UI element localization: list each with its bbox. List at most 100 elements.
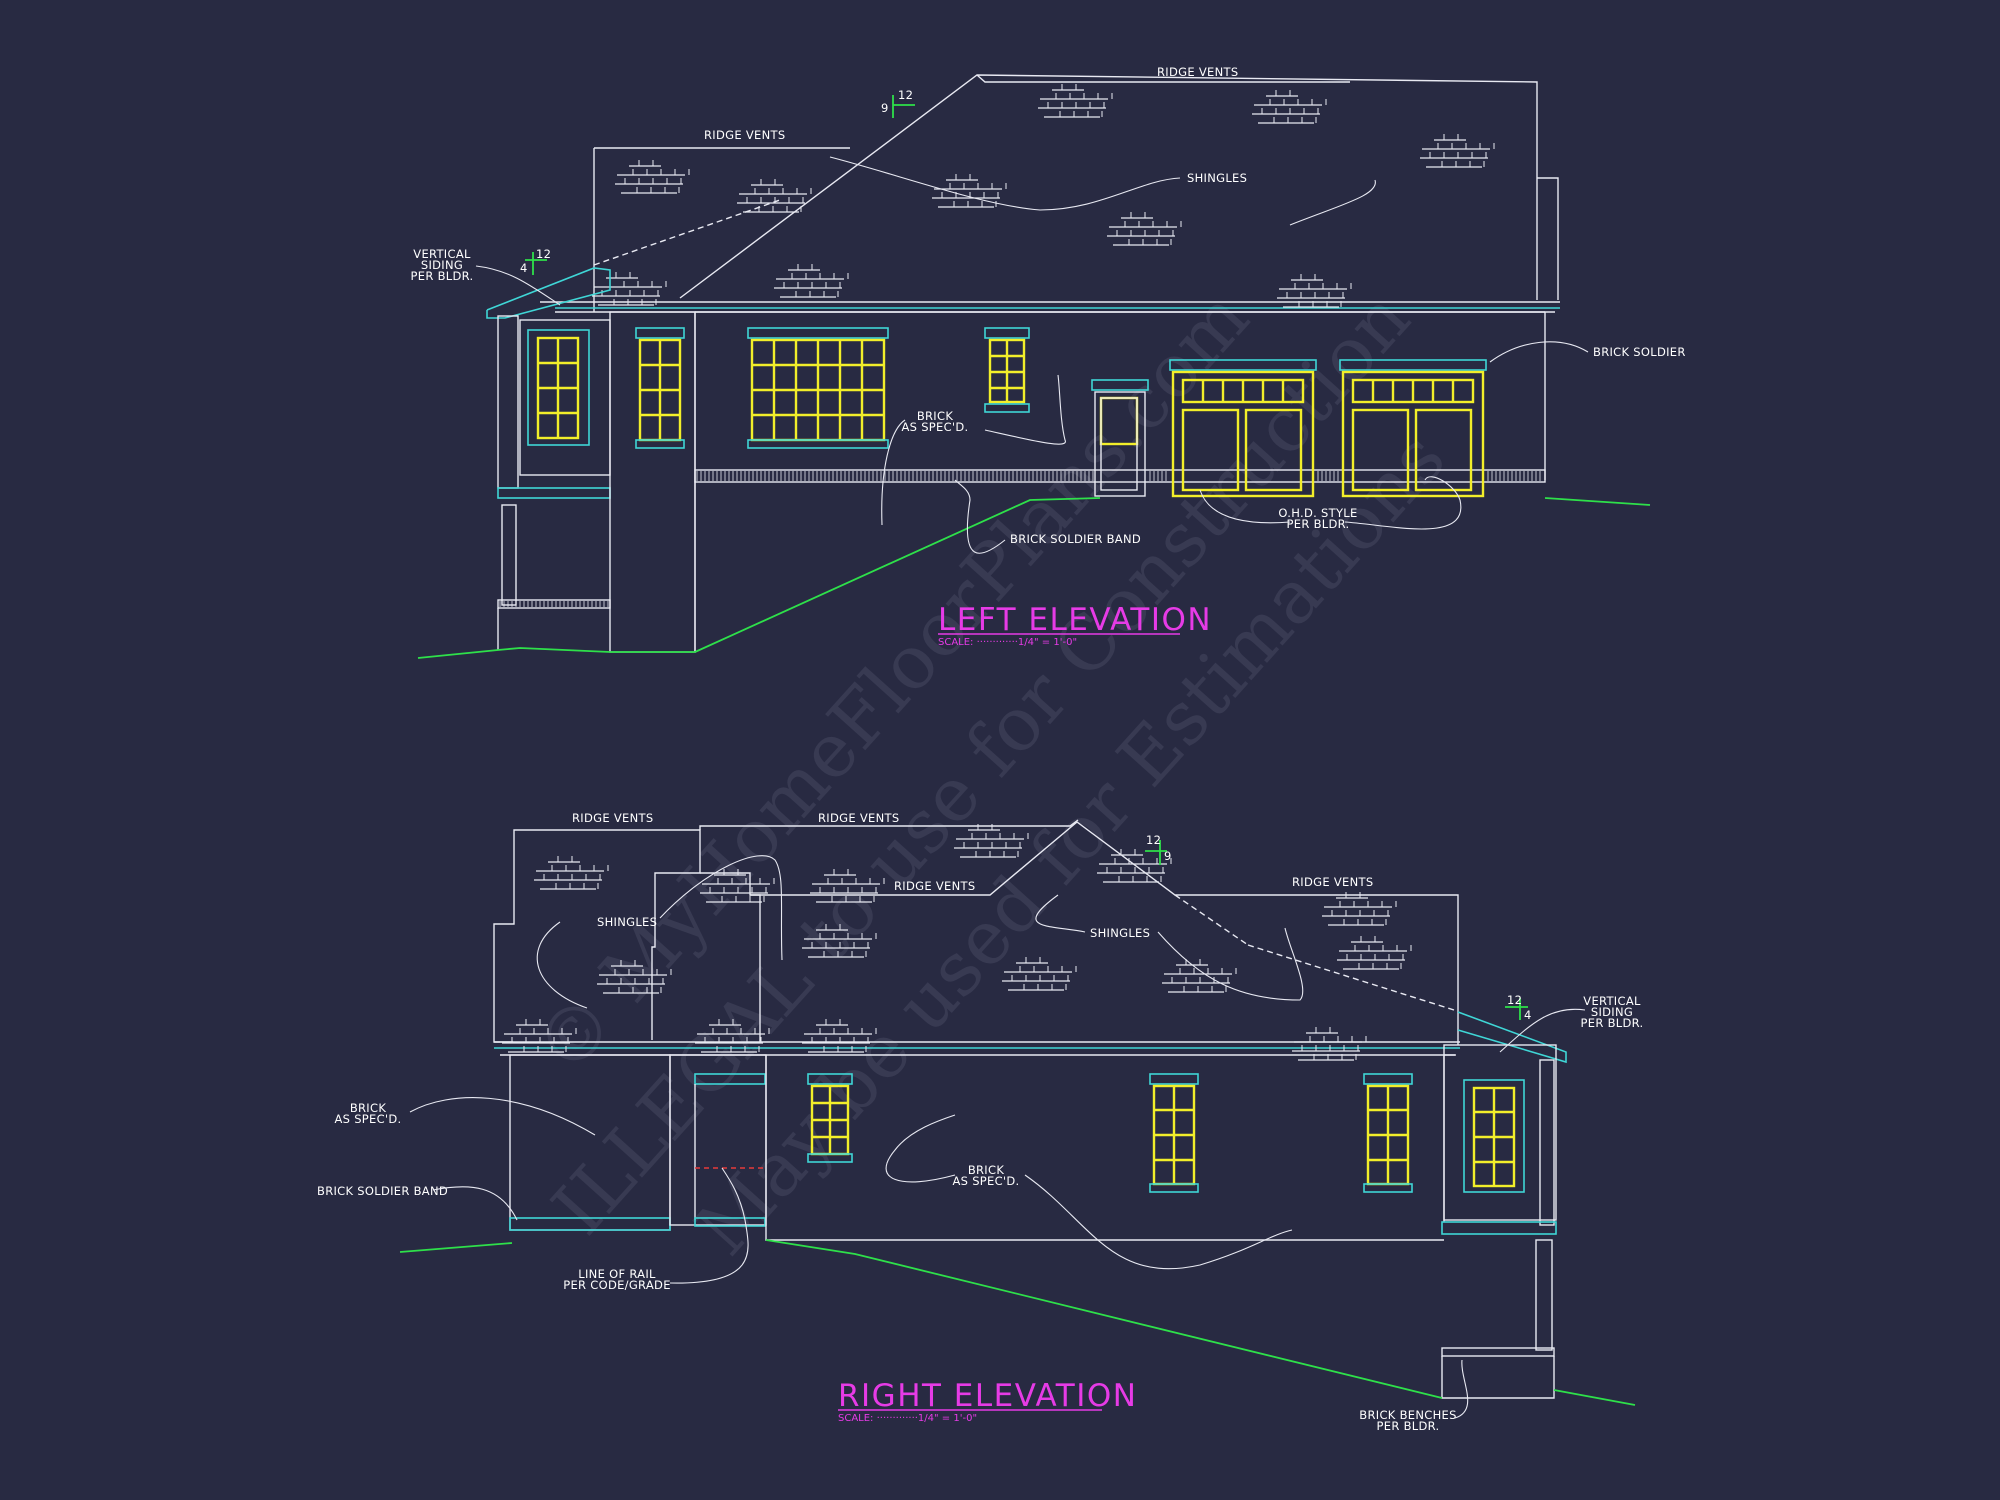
label-brick-spec: BRICK — [350, 1101, 387, 1115]
window-right-1 — [807, 1073, 853, 1163]
left-labels: RIDGE VENTS RIDGE VENTS SHINGLES VERTICA… — [411, 65, 1686, 554]
shingle-mark — [1252, 90, 1327, 124]
pitch-rise: 4 — [520, 261, 528, 275]
shingle-mark — [1097, 849, 1172, 883]
right-elevation: 12 9 12 4 RIDGE VENTS RIDGE VENTS RIDGE … — [317, 811, 1643, 1433]
left-elevation-title: LEFT ELEVATION SCALE: ·············1/4" … — [938, 602, 1212, 648]
label-vertical-siding: VERTICAL — [413, 247, 471, 261]
pitch-rise: 9 — [881, 101, 889, 115]
shingle-mark — [615, 160, 690, 194]
label-brick-spec: BRICK — [968, 1163, 1005, 1177]
shingle-mark — [1292, 1027, 1367, 1061]
label-brick-benches: PER BLDR. — [1377, 1419, 1440, 1433]
right-elevation-title: RIGHT ELEVATION SCALE: ·············1/4"… — [838, 1378, 1137, 1424]
shingle-mark — [1002, 957, 1077, 991]
right-labels: RIDGE VENTS RIDGE VENTS RIDGE VENTS RIDG… — [317, 811, 1643, 1433]
window-1 — [635, 327, 685, 449]
left-grade — [417, 497, 1651, 659]
label-vertical-siding: PER BLDR. — [411, 269, 474, 283]
right-grade — [399, 1239, 1636, 1406]
garage-door-1 — [1169, 359, 1317, 498]
scale-left-elevation: SCALE: ·············1/4" = 1'-0" — [938, 637, 1077, 648]
left-walls — [499, 311, 1546, 653]
label-ridge-vents: RIDGE VENTS — [704, 128, 785, 142]
shingle-mark — [1322, 892, 1397, 926]
shingle-mark — [932, 174, 1007, 208]
label-vertical-siding: VERTICAL — [1583, 994, 1641, 1008]
label-ridge-vents: RIDGE VENTS — [894, 879, 975, 893]
right-porch — [1441, 1011, 1567, 1399]
shingle-mark — [774, 264, 849, 298]
shingle-mark — [802, 924, 877, 958]
pitch-run: 12 — [536, 247, 551, 261]
shingle-mark — [802, 1019, 877, 1053]
pitch-run: 12 — [1507, 993, 1522, 1007]
left-pitch-porch: 12 4 — [520, 247, 551, 275]
title-left-elevation: LEFT ELEVATION — [938, 602, 1212, 638]
title-right-elevation: RIGHT ELEVATION — [838, 1378, 1137, 1414]
shingle-mark — [1038, 84, 1113, 118]
window-small — [984, 327, 1030, 413]
shingle-mark — [534, 856, 609, 890]
label-brick-spec: AS SPEC'D. — [952, 1174, 1019, 1188]
shingle-mark — [1162, 959, 1237, 993]
entry-door — [1091, 379, 1149, 497]
shingle-mark — [502, 1019, 577, 1053]
left-roof — [540, 74, 1560, 313]
shingle-mark — [810, 869, 885, 903]
shingle-mark — [1420, 134, 1495, 168]
right-pitch-main: 12 9 — [1145, 833, 1172, 865]
label-vertical-siding: SIDING — [421, 258, 463, 272]
shingle-mark — [597, 960, 672, 994]
label-line-of-rail: LINE OF RAIL — [578, 1267, 656, 1281]
label-shingles: SHINGLES — [1187, 171, 1247, 185]
shingle-mark — [700, 869, 775, 903]
left-shingle-marks — [592, 84, 1495, 308]
label-shingles: SHINGLES — [597, 915, 657, 929]
window-right-2 — [1149, 1073, 1199, 1193]
label-ridge-vents: RIDGE VENTS — [1292, 875, 1373, 889]
shingle-mark — [737, 179, 812, 213]
label-shingles: SHINGLES — [1090, 926, 1150, 940]
label-brick-spec: AS SPEC'D. — [901, 420, 968, 434]
pitch-run: 12 — [898, 88, 913, 102]
shingle-mark — [695, 1019, 770, 1053]
label-vertical-siding: PER BLDR. — [1581, 1016, 1644, 1030]
right-pitch-porch: 12 4 — [1505, 993, 1532, 1022]
label-line-of-rail: PER CODE/GRADE — [563, 1278, 671, 1292]
right-windows — [807, 1073, 1413, 1193]
scale-right-elevation: SCALE: ·············1/4" = 1'-0" — [838, 1413, 977, 1424]
label-brick-spec: BRICK — [917, 409, 954, 423]
label-brick-benches: BRICK BENCHES — [1359, 1408, 1456, 1422]
label-brick-soldier: BRICK SOLDIER — [1593, 345, 1686, 359]
label-ohd-style: O.H.D. STYLE — [1278, 506, 1357, 520]
label-ridge-vents: RIDGE VENTS — [1157, 65, 1238, 79]
shingle-mark — [1277, 274, 1352, 308]
shingle-mark — [592, 272, 667, 306]
shingle-mark — [954, 824, 1029, 858]
left-windows — [635, 327, 1487, 498]
shingle-mark — [1337, 936, 1412, 970]
shingle-mark — [1107, 212, 1182, 246]
label-vertical-siding: SIDING — [1591, 1005, 1633, 1019]
label-ohd-style: PER BLDR. — [1287, 517, 1350, 531]
label-brick-soldier-band: BRICK SOLDIER BAND — [1010, 532, 1141, 546]
watermark-line-1: © MyHomeFloorPlans.com — [519, 275, 1266, 1091]
pitch-rise: 9 — [1164, 849, 1172, 863]
label-ridge-vents: RIDGE VENTS — [818, 811, 899, 825]
right-walls — [509, 1054, 1456, 1241]
watermark: © MyHomeFloorPlans.com ILLEGAL to use fo… — [519, 275, 1462, 1272]
pitch-run: 12 — [1146, 833, 1161, 847]
garage-door-2 — [1339, 359, 1487, 498]
left-elevation: 12 9 12 4 RIDGE VENTS RIDGE VENTS SHINGL… — [411, 65, 1686, 659]
left-pitch-main: 12 9 — [881, 88, 915, 118]
label-brick-spec: AS SPEC'D. — [334, 1112, 401, 1126]
label-ridge-vents: RIDGE VENTS — [572, 811, 653, 825]
pitch-rise: 4 — [1524, 1008, 1532, 1022]
right-shingle-marks — [502, 824, 1412, 1061]
window-right-3 — [1363, 1073, 1413, 1193]
window-triple — [747, 327, 889, 449]
left-porch — [486, 267, 611, 650]
label-brick-soldier-band: BRICK SOLDIER BAND — [317, 1184, 448, 1198]
